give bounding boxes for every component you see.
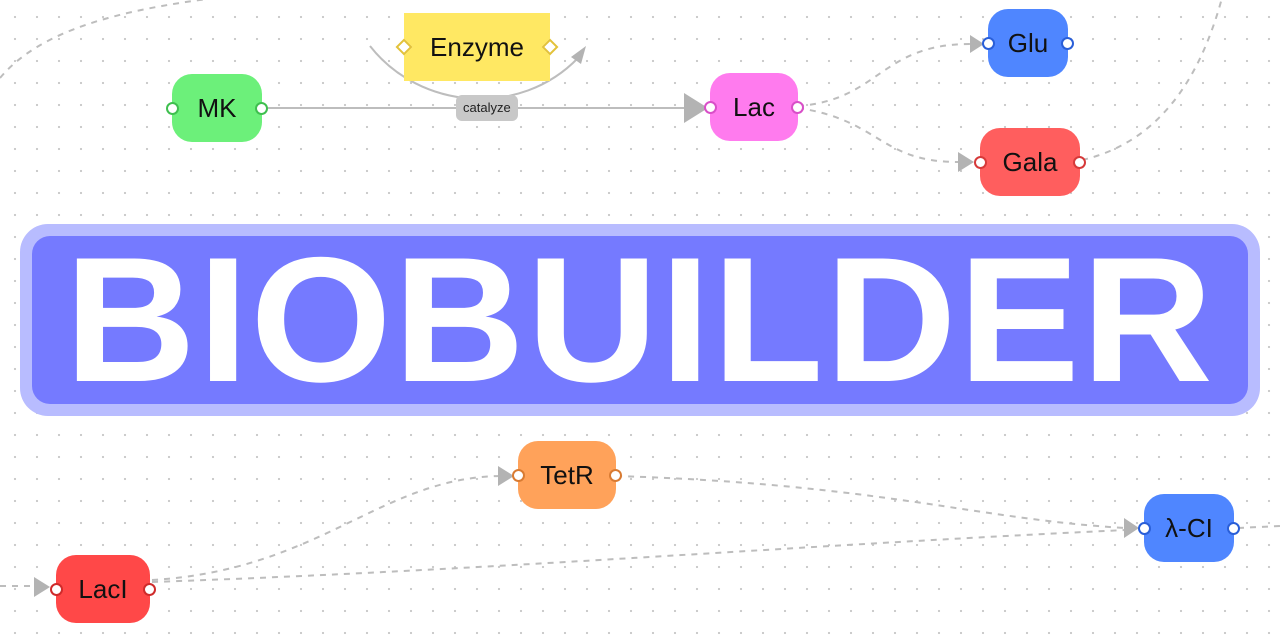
node-glu-label: Glu	[1007, 27, 1049, 58]
edge-lac-gala-arrow	[958, 152, 974, 172]
edge-lac-glu-arrow	[970, 35, 984, 53]
edge-laci-tetr	[151, 475, 501, 581]
banner-title: BIOBUILDER	[64, 236, 1216, 404]
node-tetr-label: TetR	[540, 459, 594, 490]
edge-into-laci-arrow	[34, 577, 50, 597]
title-banner: BIOBUILDER	[20, 224, 1260, 416]
node-gala[interactable]: Gala	[974, 128, 1086, 196]
node-gala-label: Gala	[1002, 146, 1058, 177]
node-tetr[interactable]: TetR	[512, 441, 622, 509]
node-tetr-output-handle[interactable]	[609, 468, 622, 482]
node-laci-label: LacI	[78, 573, 128, 604]
node-laci-output-handle[interactable]	[143, 582, 156, 596]
node-mk-output-handle[interactable]	[255, 101, 268, 115]
edge-tetr-lambda	[615, 475, 1127, 529]
node-glu-output-handle[interactable]	[1061, 36, 1074, 50]
edge-to-lambda-arrow	[1124, 518, 1139, 538]
edge-lac-glu	[797, 43, 971, 107]
node-mk-label: MK	[197, 92, 237, 123]
edge-lambda-out	[1237, 525, 1280, 529]
node-lambda-ci[interactable]: λ-CI	[1138, 494, 1240, 562]
edge-enzyme-arc-arrow	[571, 46, 586, 64]
title-banner-inner: BIOBUILDER	[32, 236, 1248, 404]
edge-laci-tetr-arrow	[498, 466, 514, 486]
node-laci[interactable]: LacI	[50, 555, 156, 623]
node-lambda-ci-output-handle[interactable]	[1227, 521, 1240, 535]
node-lambda-ci-label: λ-CI	[1165, 512, 1213, 543]
node-lac-output-handle[interactable]	[791, 100, 804, 114]
node-mk[interactable]: MK	[166, 74, 268, 142]
edge-offscreen-top-left	[0, 0, 208, 79]
node-enzyme[interactable]: Enzyme	[395, 13, 559, 81]
node-laci-input-handle[interactable]	[50, 582, 63, 596]
edge-lac-gala	[797, 107, 959, 163]
node-glu-input-handle[interactable]	[982, 36, 995, 50]
edge-mk-lac-arrow	[684, 93, 708, 123]
node-lac-input-handle[interactable]	[704, 100, 717, 114]
node-mk-input-handle[interactable]	[166, 101, 179, 115]
node-glu[interactable]: Glu	[982, 9, 1074, 77]
node-enzyme-label: Enzyme	[430, 31, 524, 62]
edge-label-catalyze: catalyze	[456, 95, 518, 121]
edge-gala-offscreen	[1081, 0, 1223, 161]
node-gala-input-handle[interactable]	[974, 155, 987, 169]
node-lac-label: Lac	[733, 91, 775, 122]
edge-laci-lambda	[151, 529, 1127, 583]
node-lambda-ci-input-handle[interactable]	[1138, 521, 1151, 535]
node-tetr-input-handle[interactable]	[512, 468, 525, 482]
node-gala-output-handle[interactable]	[1073, 155, 1086, 169]
node-lac[interactable]: Lac	[704, 73, 804, 141]
